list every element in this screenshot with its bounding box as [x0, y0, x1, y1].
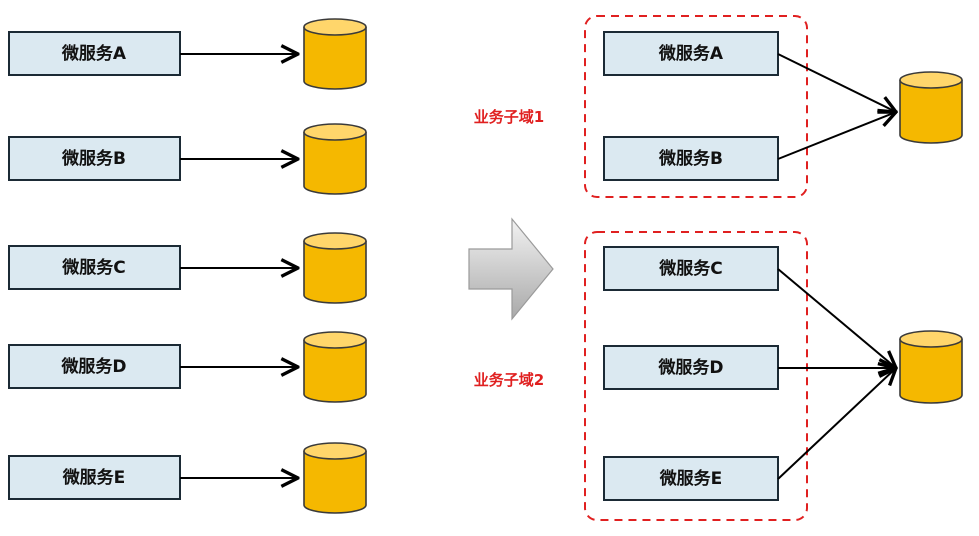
right-service-box-a [603, 31, 779, 76]
left-service-label-d: 微服务D [60, 356, 126, 377]
database-icon [303, 18, 367, 90]
left-service-box-c [8, 245, 181, 290]
left-service-label-c: 微服务C [61, 257, 125, 278]
right-service-box-c [603, 246, 779, 291]
right-connector-c [777, 268, 896, 368]
right-service-label-c: 微服务C [658, 258, 722, 279]
left-row-b: 微服务B [8, 123, 367, 195]
right-service-label-b: 微服务B [658, 148, 723, 169]
right-connector-b [777, 112, 896, 160]
database-icon [303, 442, 367, 514]
right-panel: 业务子域1 业务子域2 微服务A 微服务B 微服务C 微服务D 微服务E [474, 15, 963, 521]
left-service-box-a [8, 31, 181, 76]
left-panel: 微服务A 微服务B 微服务C [8, 18, 367, 514]
right-service-box-e [603, 456, 779, 501]
left-row-e: 微服务E [8, 442, 367, 514]
left-row-d: 微服务D [8, 331, 367, 403]
left-service-box-b [8, 136, 181, 181]
right-arrow-icon [468, 217, 554, 321]
domain-boundary-2 [584, 231, 808, 521]
database-icon [303, 232, 367, 304]
right-service-box-b [603, 136, 779, 181]
right-connector-a [777, 53, 896, 112]
database-icon [899, 330, 963, 404]
right-service-label-d: 微服务D [657, 357, 723, 378]
right-service-label-e: 微服务E [659, 468, 723, 489]
right-connector-e [777, 368, 896, 480]
domain-label-1: 业务子域1 [474, 108, 544, 126]
database-icon [899, 71, 963, 144]
left-service-label-e: 微服务E [62, 467, 126, 488]
database-icon [303, 123, 367, 195]
left-service-box-d [8, 344, 181, 389]
right-service-label-a: 微服务A [658, 43, 724, 64]
domain-boundary-1 [584, 15, 808, 198]
left-service-label-a: 微服务A [61, 43, 127, 64]
left-row-c: 微服务C [8, 232, 367, 304]
left-service-label-b: 微服务B [61, 148, 126, 169]
domain-label-2: 业务子域2 [474, 371, 544, 389]
left-row-a: 微服务A [8, 18, 367, 90]
database-icon [303, 331, 367, 403]
right-service-box-d [603, 345, 779, 390]
